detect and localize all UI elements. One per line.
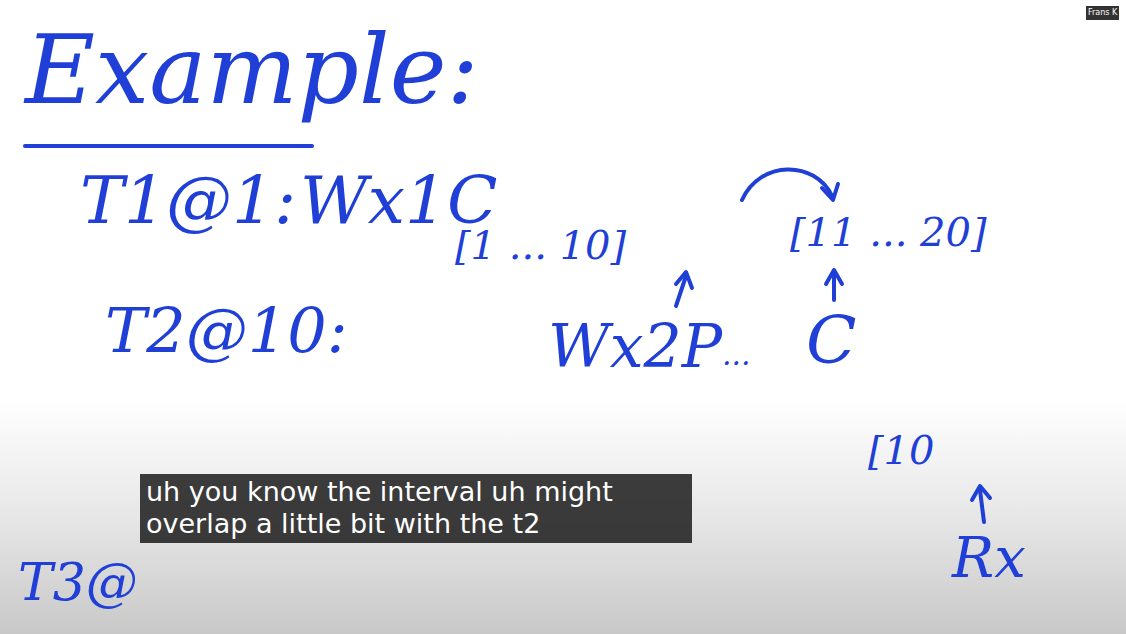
curved-arrow xyxy=(742,169,832,200)
interval-label: [1 ... 10] xyxy=(455,225,626,265)
webcam-name: Frans K xyxy=(1086,6,1119,20)
arrow-head xyxy=(972,486,990,500)
transaction-label: T2@10: xyxy=(105,300,348,362)
ellipsis: ... xyxy=(722,340,751,370)
operation-label: Rx xyxy=(952,530,1026,586)
arrow-head xyxy=(676,272,692,288)
arrow-head xyxy=(822,184,838,200)
leader-arrow xyxy=(832,274,836,300)
leader-arrow xyxy=(980,490,984,522)
title: Example: xyxy=(25,22,479,118)
title-underline xyxy=(25,144,312,148)
interval-label: [10 xyxy=(868,430,935,470)
operation-label: C xyxy=(806,308,857,374)
transaction-label: T1@1: xyxy=(80,168,296,234)
interval-label: [11 ... 20] xyxy=(790,212,987,252)
operation-label: Wx2P xyxy=(548,316,722,376)
arrow-head xyxy=(826,270,842,284)
transaction-label: T3@ xyxy=(18,556,138,608)
subtitle: uh you know the interval uh might overla… xyxy=(140,474,692,543)
